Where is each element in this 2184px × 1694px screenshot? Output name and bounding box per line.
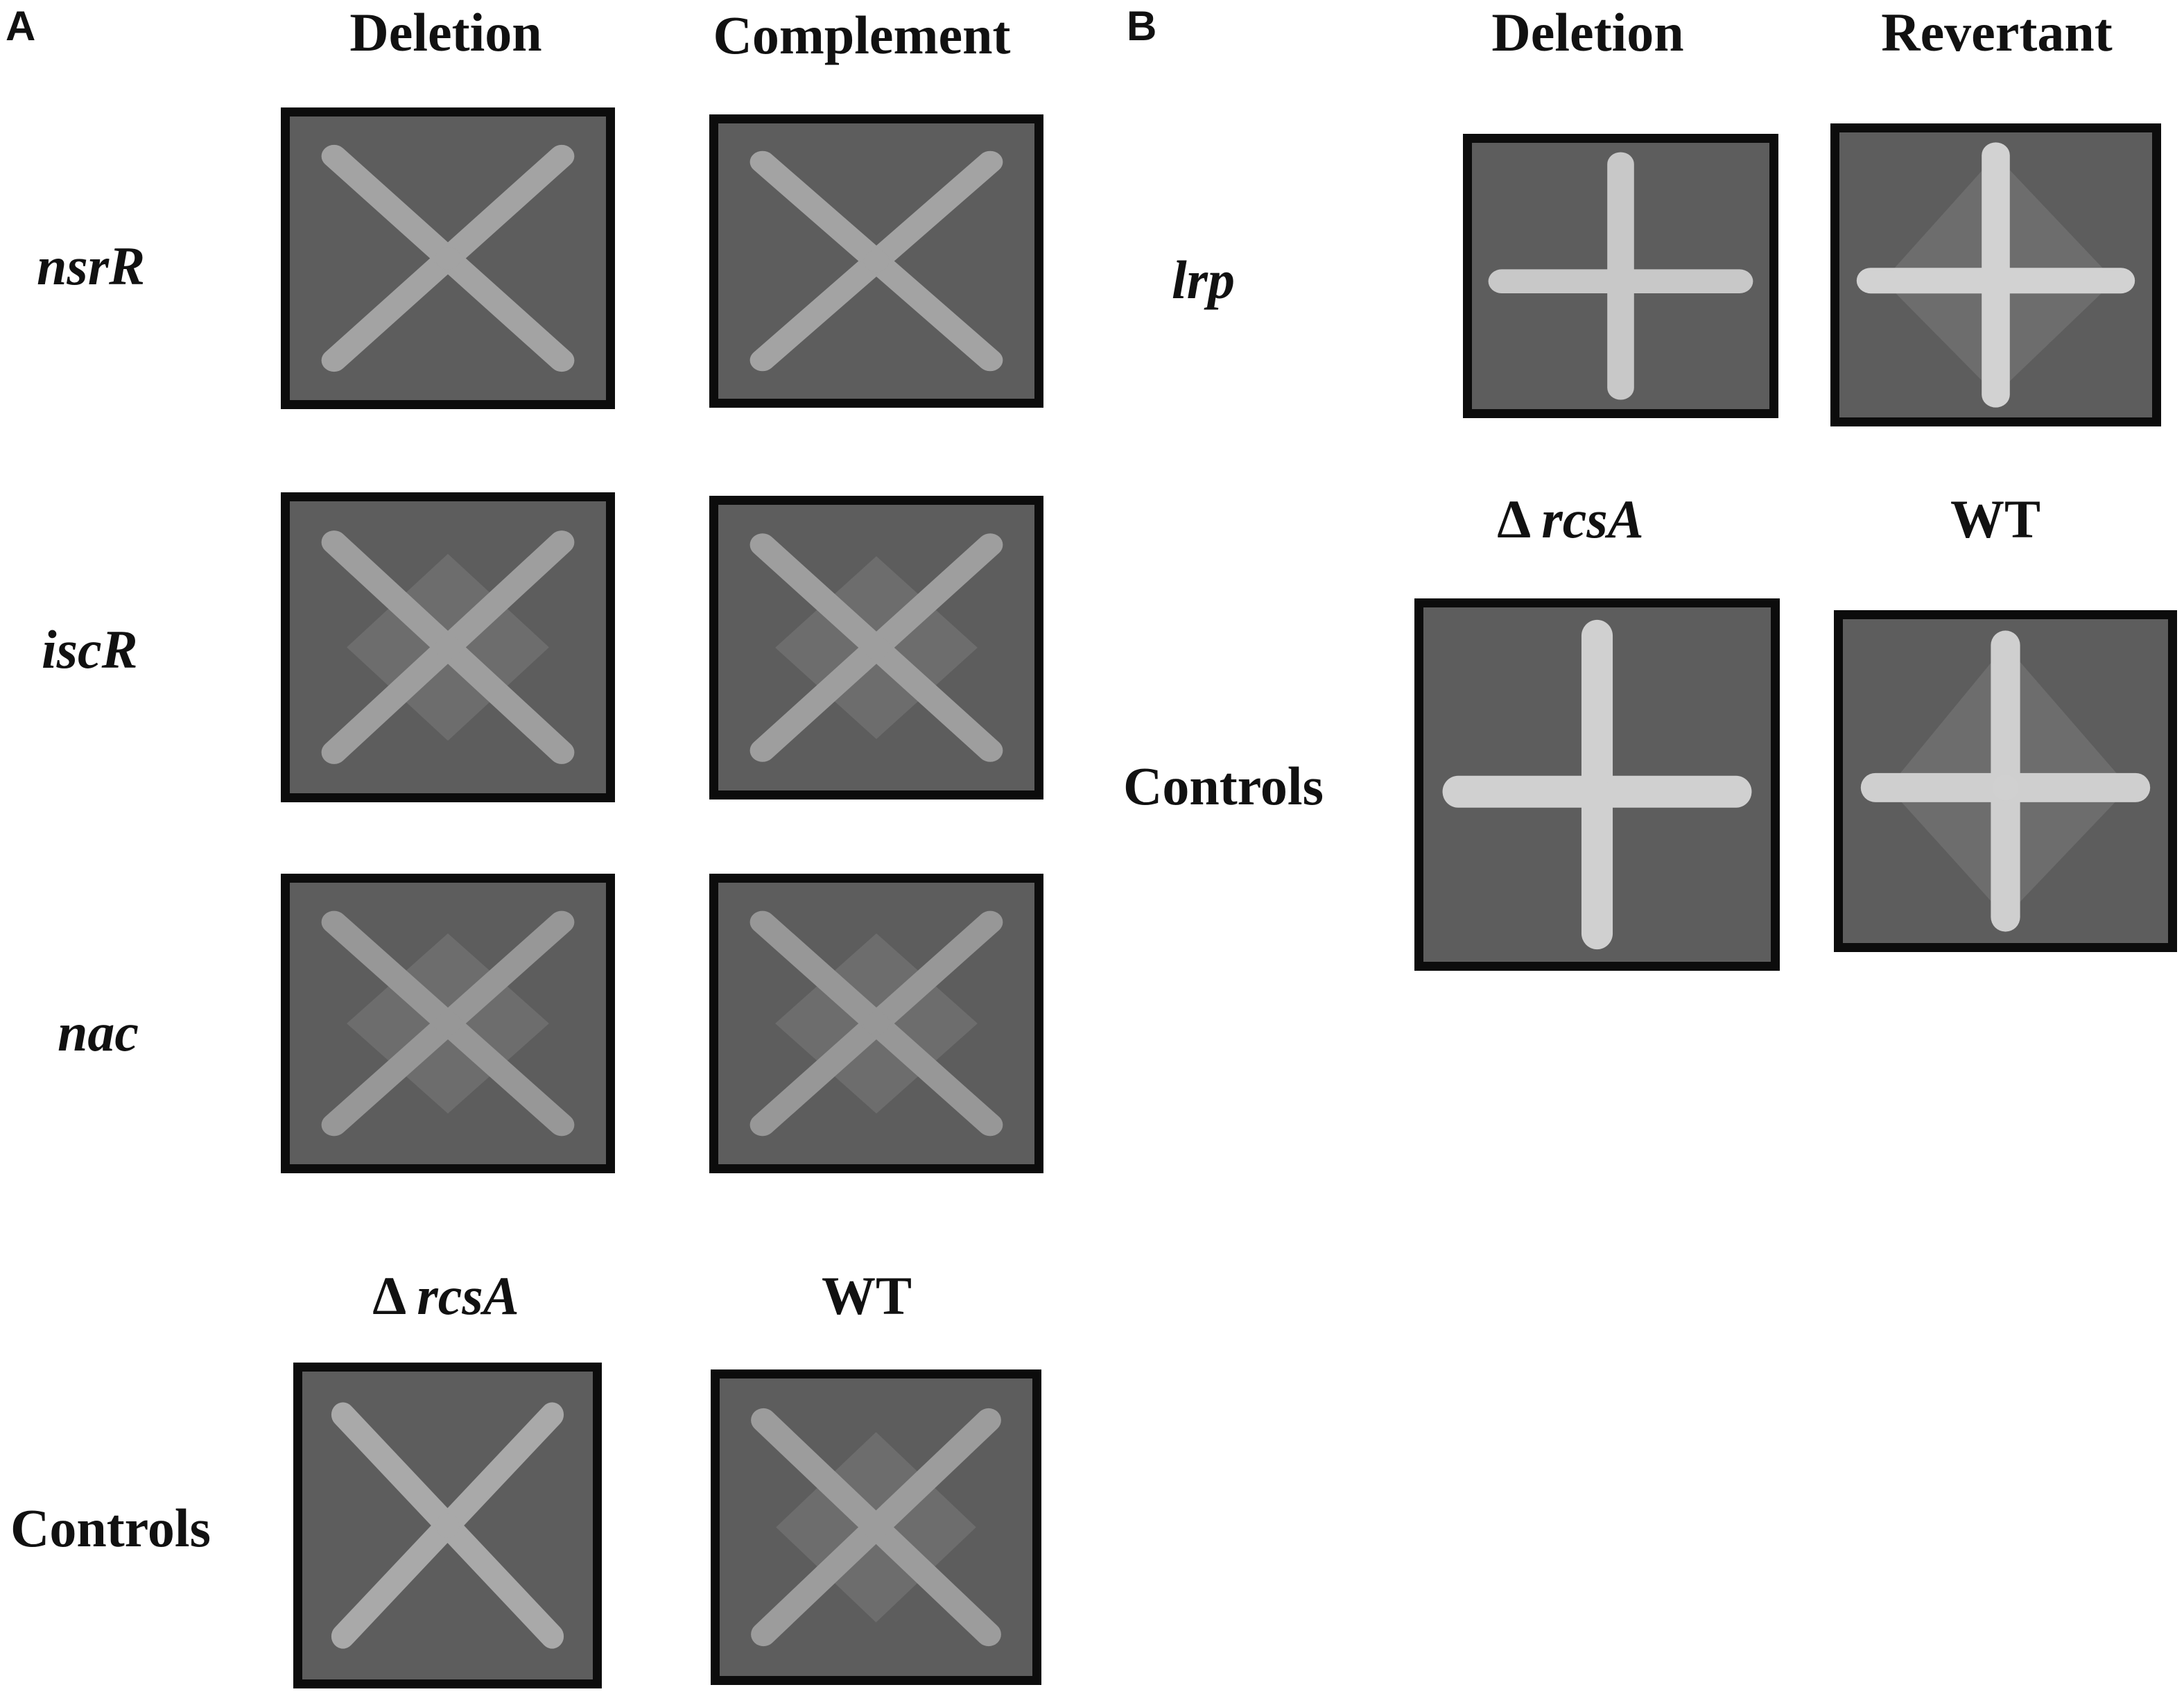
panel-b-control-mutant-label: Δ rcsA xyxy=(1497,492,1643,546)
plate-iscR-complement xyxy=(709,496,1043,800)
row-label-nsrR: nsrR xyxy=(37,236,146,296)
panel-a-controls-label: Controls xyxy=(10,1498,211,1558)
panel-b-column-deletion: Deletion xyxy=(1491,2,1684,62)
panel-a-column-complement: Complement xyxy=(713,5,1011,65)
panel-b-control-wt-label: WT xyxy=(1950,489,2041,549)
delta-symbol: Δ xyxy=(372,1265,404,1326)
row-label-lrp: lrp xyxy=(1172,250,1236,310)
plate-nac-complement xyxy=(709,874,1043,1173)
plate-wt-control-b xyxy=(1834,610,2177,952)
plate-wt-control xyxy=(711,1369,1041,1685)
panel-a-column-deletion: Deletion xyxy=(349,2,542,62)
plate-rcsA-control xyxy=(293,1363,602,1688)
streak-center xyxy=(435,247,461,270)
streak-center xyxy=(863,1515,889,1539)
plate-lrp-deletion xyxy=(1463,134,1778,418)
streak-center xyxy=(435,1513,460,1538)
streak-center xyxy=(1583,777,1611,806)
panel-b-column-revertant: Revertant xyxy=(1881,2,2113,62)
streak-center xyxy=(1992,775,2019,801)
panel-b-letter: B xyxy=(1127,3,1157,49)
plate-rcsA-control-b xyxy=(1414,598,1780,971)
streak-center xyxy=(435,1012,461,1035)
delta-symbol-b: Δ xyxy=(1497,489,1528,549)
streak-center xyxy=(1609,270,1633,293)
gene-name-b: rcsA xyxy=(1541,489,1644,549)
plate-nsrR-deletion xyxy=(281,107,615,409)
row-label-iscR: iscR xyxy=(42,619,138,680)
panel-a-control-wt-label: WT xyxy=(821,1265,912,1326)
row-label-nac: nac xyxy=(58,1002,139,1062)
plate-nsrR-complement xyxy=(709,114,1043,408)
plate-nac-deletion xyxy=(281,874,615,1173)
streak-center xyxy=(1983,269,2009,293)
panel-a-letter: A xyxy=(6,3,36,49)
plate-iscR-deletion xyxy=(281,492,615,802)
panel-b-controls-label: Controls xyxy=(1123,756,1324,816)
panel-a-control-mutant-label: Δ rcsA xyxy=(372,1269,519,1323)
gene-name: rcsA xyxy=(417,1265,519,1326)
streak-center xyxy=(863,1012,890,1035)
streak-center xyxy=(435,635,461,659)
streak-center xyxy=(863,636,890,659)
streak-center xyxy=(863,250,890,273)
plate-lrp-revertant xyxy=(1830,123,2161,426)
